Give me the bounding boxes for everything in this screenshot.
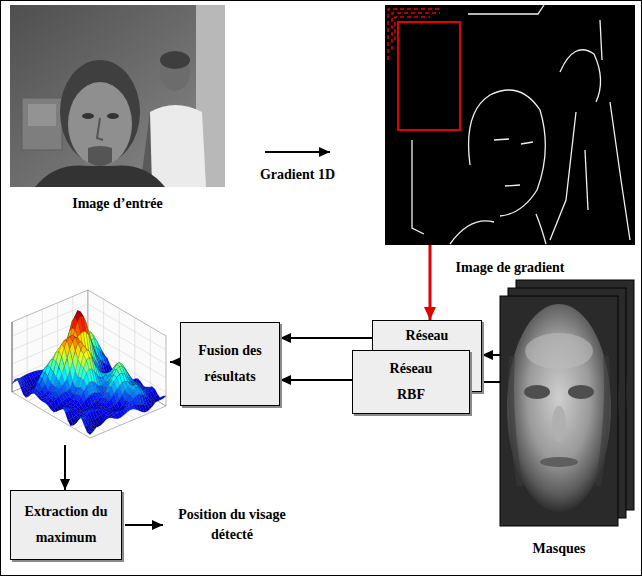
surface-plot-part [65, 411, 71, 420]
gradient-image-part-part [395, 17, 430, 40]
gradient-image-part [412, 5, 630, 244]
process-box: Extraction du maximum [10, 490, 122, 560]
process-box: Réseau RBF [352, 350, 470, 414]
surface-plot-part [42, 309, 43, 379]
input-photo-part [97, 118, 103, 140]
surface-plot-part [73, 418, 79, 425]
gradient-image-part-part [521, 142, 533, 144]
input-photo-part [10, 5, 225, 187]
surface-plot-part [82, 419, 88, 426]
connector-arrow [280, 379, 352, 381]
output-label: Position du visage détecté [166, 505, 298, 545]
surface-plot-part [12, 360, 166, 438]
gradient-image-part-part [585, 150, 588, 210]
surface-plot-part [12, 290, 88, 392]
gradient-image-part-part [388, 9, 440, 60]
face-masks [500, 280, 634, 526]
image-panel: Masques [500, 296, 618, 526]
image-caption: Image d’entrée [72, 195, 163, 213]
gradient-image-part-part [468, 5, 544, 14]
connector-arrow [280, 337, 372, 339]
surface-plot-part [152, 400, 158, 403]
input-photo-part [35, 165, 165, 187]
gradient-image [385, 5, 635, 245]
surface-plot-part [34, 393, 40, 397]
surface-plot [12, 290, 166, 438]
box-label: Réseau RBF [380, 356, 442, 408]
gradient-image-part-part [600, 20, 602, 60]
surface-plot-part [48, 404, 54, 410]
surface-plot-part [88, 290, 166, 406]
gradient-image-part-part [412, 140, 424, 234]
surface-plot-part [158, 396, 164, 401]
flow-arrow [170, 361, 180, 363]
gradient-image-part-part [494, 139, 509, 140]
connector-arrow [429, 245, 432, 320]
surface-plot-part [26, 393, 32, 397]
input-photo-part [107, 113, 119, 119]
surface-plot-part [18, 380, 24, 387]
gradient-image-part-part [610, 102, 630, 240]
image-caption: Image de gradient [456, 259, 565, 277]
input-photo [10, 5, 225, 187]
flow-arrow [125, 524, 163, 526]
surface-plot-part [87, 431, 93, 435]
surface-plot-part [134, 318, 135, 388]
flow-arrow [64, 445, 66, 490]
connector-arrow [265, 151, 330, 153]
gradient-image-part-part [550, 112, 576, 240]
surface-plot-part [23, 393, 29, 398]
surface-plot-part [73, 366, 151, 412]
surface-plot-part [20, 387, 26, 394]
face-masks-part [500, 296, 618, 526]
box-label: Fusion des résultats [187, 338, 273, 390]
input-photo-part [160, 51, 190, 69]
gradient-image-part [388, 9, 440, 60]
input-photo-part [88, 146, 112, 166]
box-label: Réseau [406, 323, 449, 349]
image-caption: Masques [533, 540, 586, 558]
connector-arrow [482, 354, 500, 356]
surface-plot-part [101, 417, 107, 423]
gradient-image-part [385, 5, 635, 245]
box-label: Extraction du maximum [17, 499, 115, 551]
surface-plot-part [12, 322, 13, 392]
surface-plot-part [62, 406, 68, 412]
input-photo-part [68, 82, 132, 166]
edge-label: Gradient 1D [258, 166, 337, 184]
input-photo-part [28, 104, 56, 126]
gradient-image-part-part [392, 13, 440, 50]
input-photo-part [22, 98, 62, 150]
image-panel: Image de gradient [385, 5, 635, 245]
gradient-image-part-part [560, 50, 601, 102]
surface-plot-part [150, 327, 151, 397]
image-panel: Image d’entrée [10, 5, 225, 187]
gradient-image-part-part [469, 90, 546, 216]
input-photo-part [150, 105, 206, 187]
gradient-image-part-part [450, 221, 494, 244]
gradient-image-part-part [505, 185, 520, 186]
gradient-image-part [398, 22, 460, 130]
input-photo-part [82, 113, 94, 119]
process-box: Fusion des résultats [180, 322, 280, 406]
gradient-image-part-part [536, 214, 546, 244]
